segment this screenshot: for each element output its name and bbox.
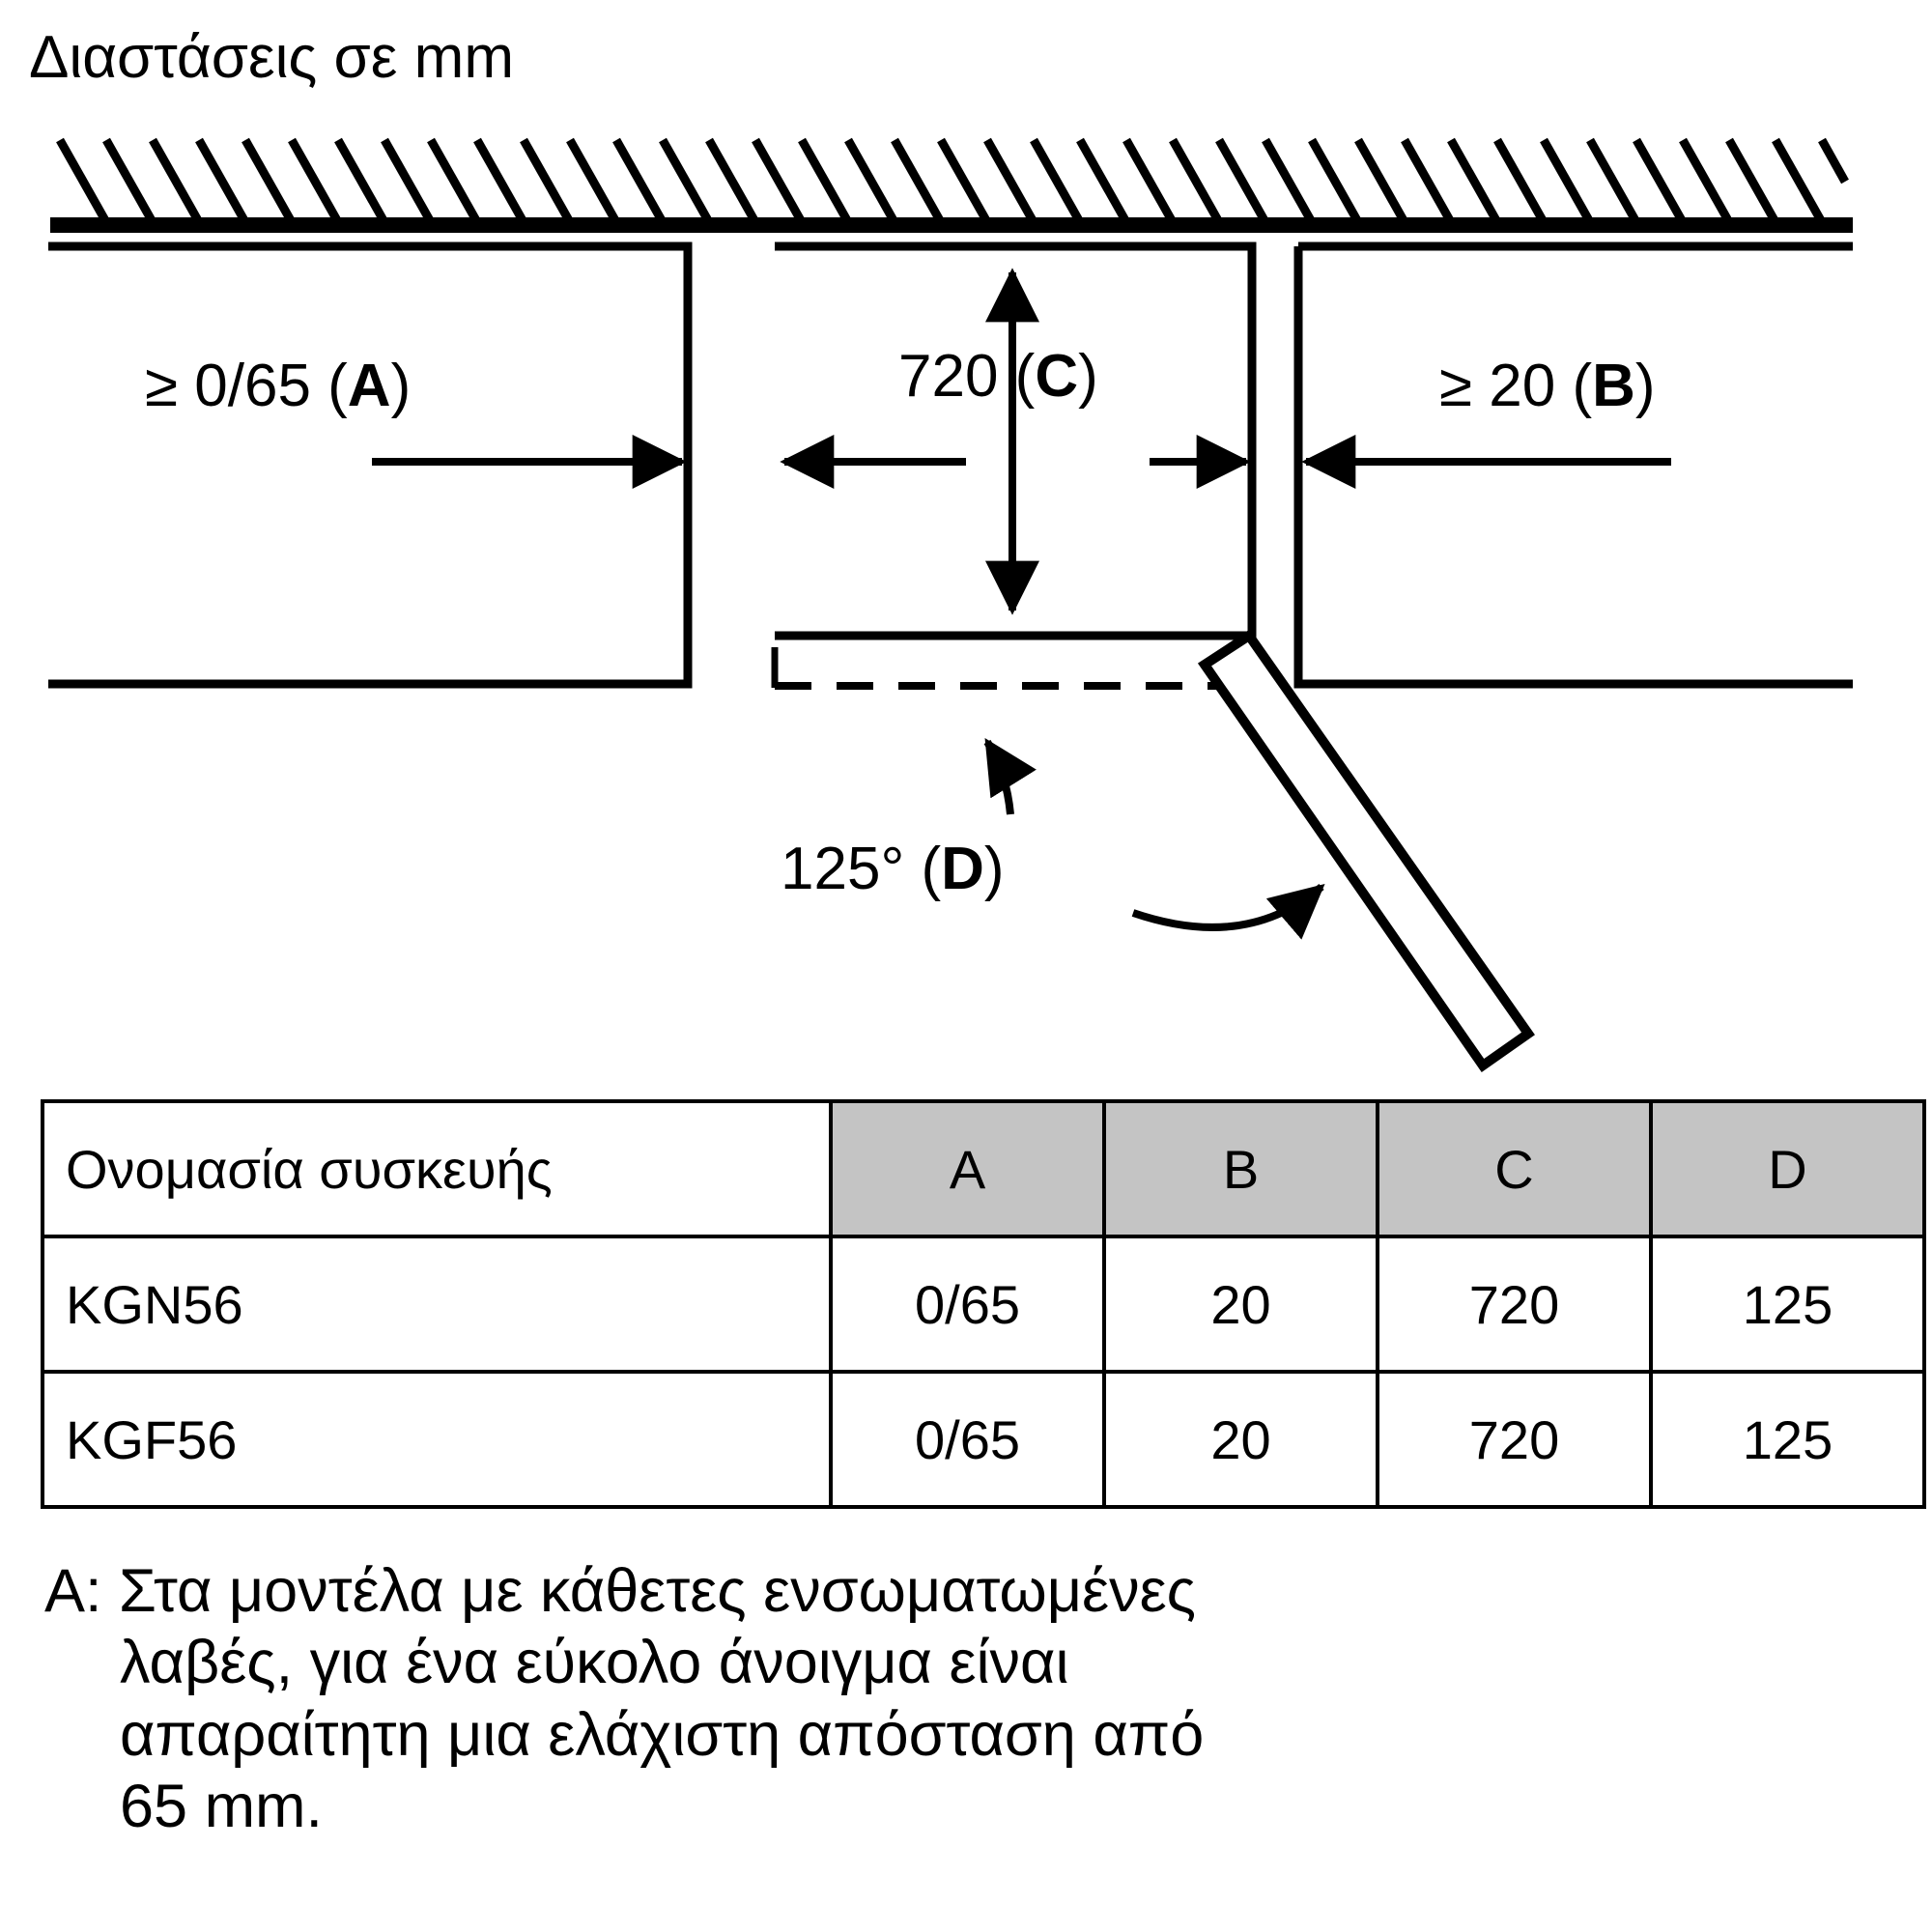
footnote-line-2: λαβές, για ένα εύκολο άνοιγμα είναι	[120, 1629, 1069, 1697]
right-clearance-label: ≥ 20 (B)	[1439, 353, 1656, 419]
footnote-block: Α: Στα μοντέλα με κάθετες ενσωματωμένες …	[44, 1555, 1880, 1842]
footnote-line-1: Α: Στα μοντέλα με κάθετες ενσωματωμένες	[44, 1557, 1197, 1625]
cell-value-a: 0/65	[829, 1370, 1106, 1509]
door-angle-label: 125° (D)	[781, 836, 1005, 902]
right-cabinet-outline	[1293, 242, 1853, 689]
footnote-line-4: 65 mm.	[120, 1772, 324, 1840]
header-col-a: A	[829, 1099, 1106, 1238]
ceiling-hatch-group	[50, 137, 1853, 233]
left-clearance-label: ≥ 0/65 (A)	[145, 353, 411, 419]
footnote-line-3: απαραίτητη μια ελάχιστη απόσταση από	[120, 1700, 1205, 1769]
spec-table: Ονομασία συσκευής A B C D KGN56 0/65 20 …	[41, 1099, 1926, 1509]
header-col-b: B	[1102, 1099, 1379, 1238]
cell-value-b: 20	[1102, 1235, 1379, 1374]
cell-value-b: 20	[1102, 1370, 1379, 1509]
cell-model-name: KGF56	[41, 1370, 833, 1509]
table-row: KGF56 0/65 20 720 125	[41, 1370, 1926, 1509]
cavity-width-label: 720 (C)	[898, 343, 1098, 410]
cell-value-a: 0/65	[829, 1235, 1106, 1374]
cell-value-d: 125	[1649, 1370, 1926, 1509]
table-row: KGN56 0/65 20 720 125	[41, 1235, 1926, 1374]
header-col-c: C	[1376, 1099, 1653, 1238]
door-angle-curved-arrow	[1131, 883, 1325, 940]
table-header-row: Ονομασία συσκευής A B C D	[41, 1099, 1926, 1238]
cell-value-c: 720	[1376, 1235, 1653, 1374]
depth-dashed-line	[771, 647, 1251, 690]
cell-value-c: 720	[1376, 1370, 1653, 1509]
door-angle-leader	[983, 738, 1037, 815]
header-appliance-name: Ονομασία συσκευής	[41, 1099, 833, 1238]
left-cabinet-outline	[48, 242, 693, 689]
cell-value-d: 125	[1649, 1235, 1926, 1374]
center-niche-outline	[775, 242, 1257, 640]
page-title: Διαστάσεις σε mm	[29, 24, 514, 91]
header-col-d: D	[1649, 1099, 1926, 1238]
spec-table-container: Ονομασία συσκευής A B C D KGN56 0/65 20 …	[41, 1099, 1926, 1509]
cell-model-name: KGN56	[41, 1235, 833, 1374]
open-door-panel	[1197, 629, 1535, 1072]
